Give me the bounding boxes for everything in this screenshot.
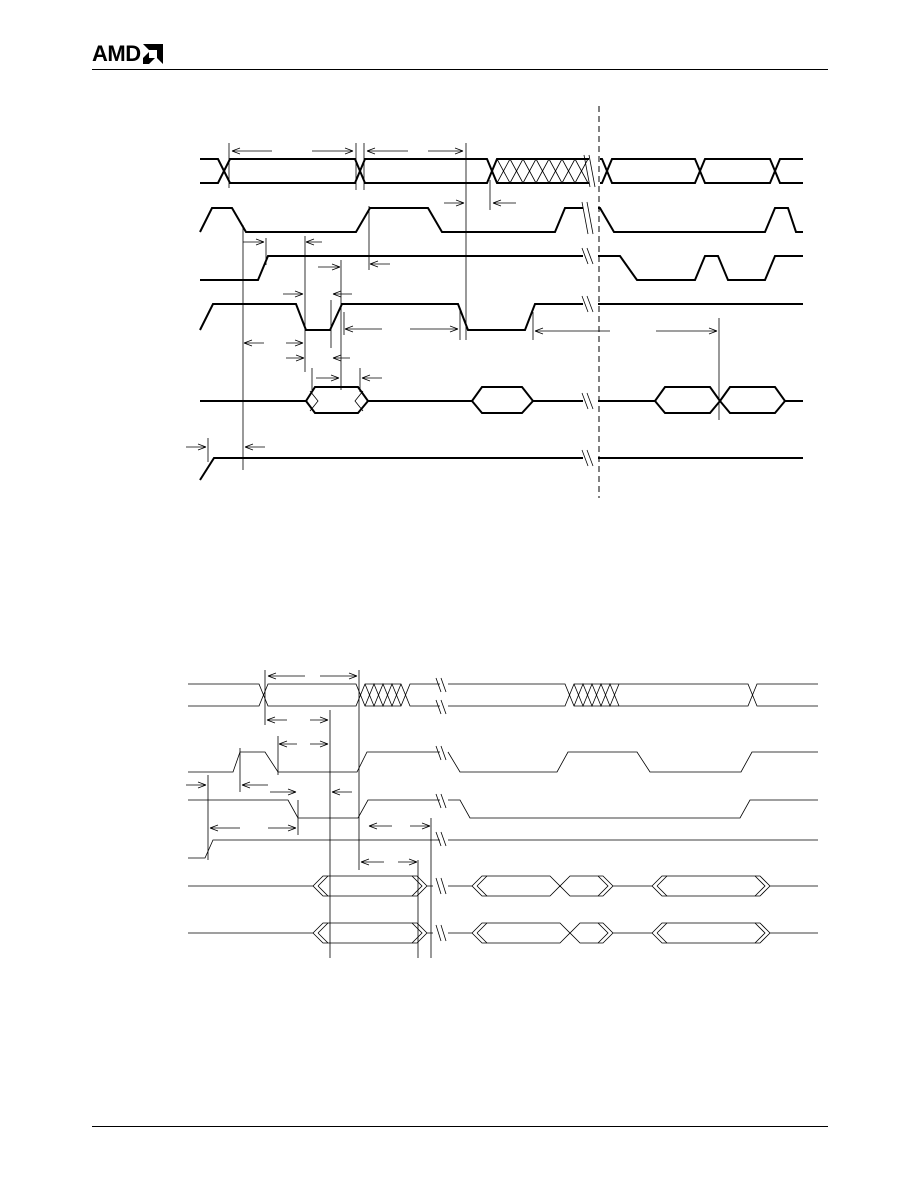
timing-arrows-2 <box>186 672 431 866</box>
waveform-signal-2 <box>199 207 803 233</box>
page-header: AMD <box>92 38 828 72</box>
waveform-signal-3 <box>200 255 803 281</box>
header-rule <box>92 69 828 70</box>
waveform-signal-d <box>188 839 818 859</box>
waveform-bus-5 <box>200 386 803 414</box>
waveform-signal-c <box>188 799 818 819</box>
footer-rule <box>92 1126 828 1127</box>
waveform-signal-4 <box>199 303 803 331</box>
timing-reference-lines-2 <box>207 670 432 958</box>
timing-reference-lines <box>207 143 720 470</box>
waveform-bus-1 <box>200 154 803 188</box>
waveform-signal-b <box>188 751 818 773</box>
logo-text: AMD <box>92 41 141 66</box>
waveform-bus-f <box>188 922 818 944</box>
waveform-signal-6 <box>199 457 803 481</box>
timing-diagram-1 <box>186 106 803 498</box>
timing-arrows <box>186 147 718 451</box>
waveform-bus-e <box>188 875 818 897</box>
amd-arrow-icon <box>142 44 163 64</box>
waveform-bus-a <box>188 677 818 715</box>
amd-logo: AMD <box>92 40 163 68</box>
